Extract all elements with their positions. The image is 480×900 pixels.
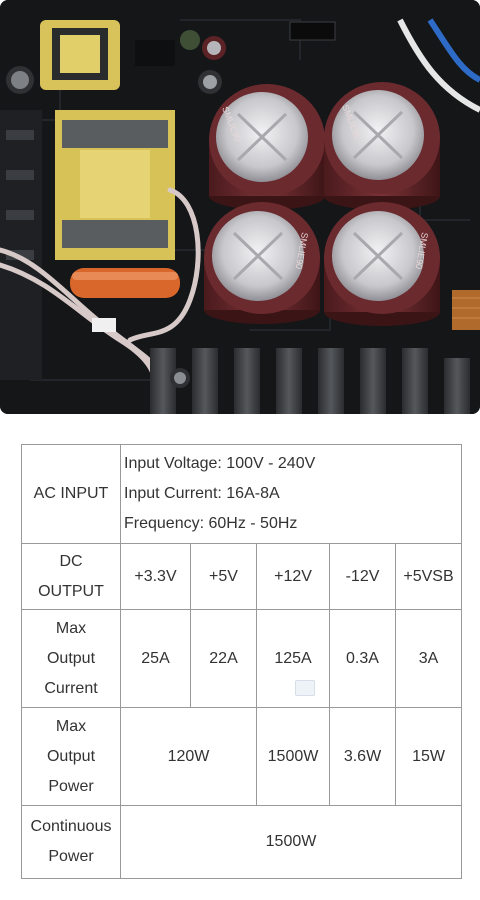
psu-pcb-photo: SMLIE90 SMLIE90 SMLIE90 SMLIE90	[0, 0, 480, 414]
rail-5v: +5V	[190, 543, 257, 610]
ac-input-details: Input Voltage: 100V - 240V Input Current…	[119, 444, 463, 544]
header-line: Current	[44, 679, 98, 697]
header-line: Max	[55, 717, 87, 735]
power-12v: 1500W	[256, 707, 330, 806]
current-minus-12v: 0.3A	[329, 609, 396, 708]
capacitor-group	[204, 82, 440, 326]
input-voltage-text: Input Voltage: 100V - 240V	[124, 455, 316, 472]
ac-input-header: AC INPUT	[21, 444, 121, 544]
pcb-illustration: SMLIE90 SMLIE90 SMLIE90 SMLIE90	[0, 0, 480, 414]
header-line: Continuous	[30, 818, 112, 835]
current-5vsb: 3A	[394, 609, 463, 708]
ac-input-row: AC INPUT Input Voltage: 100V - 240V Inpu…	[21, 444, 463, 544]
current-3v3: 25A	[120, 609, 191, 708]
header-line: Power	[48, 777, 94, 795]
power-5vsb: 15W	[394, 707, 463, 806]
current-5v: 22A	[190, 609, 257, 708]
rail-5vsb: +5VSB	[394, 543, 463, 610]
header-line: Power	[48, 848, 94, 865]
continuous-power-header: Continuous Power	[21, 805, 121, 879]
header-line: Output	[46, 747, 96, 765]
current-12v: 125A	[274, 649, 312, 667]
header-line: Max	[55, 619, 87, 637]
continuous-power-value: 1500W	[119, 805, 463, 879]
dc-output-label-line: OUTPUT	[38, 582, 104, 600]
dc-output-label-line: DC	[59, 552, 83, 570]
input-current-text: Input Current: 16A-8A	[124, 485, 280, 502]
power-minus-12v: 3.6W	[329, 707, 396, 806]
current-12v-cell: 125A	[256, 609, 330, 708]
continuous-power-row: Continuous Power 1500W	[21, 805, 463, 879]
header-line: Output	[46, 649, 96, 667]
ac-input-label: AC INPUT	[33, 485, 109, 502]
rail-3v3: +3.3V	[120, 543, 191, 610]
dc-output-header: DC OUTPUT	[21, 543, 121, 610]
power-3v3-5v-combined: 120W	[120, 707, 257, 806]
frequency-text: Frequency: 60Hz - 50Hz	[124, 515, 298, 532]
max-output-power-header: Max Output Power	[21, 707, 121, 806]
max-output-power-row: Max Output Power 120W 1500W 3.6W 15W	[21, 707, 463, 806]
power-spec-table: AC INPUT Input Voltage: 100V - 240V Inpu…	[21, 444, 463, 879]
rail-12v: +12V	[256, 543, 330, 610]
max-output-current-header: Max Output Current	[21, 609, 121, 708]
rail-minus-12v: -12V	[329, 543, 396, 610]
dc-output-row: DC OUTPUT +3.3V +5V +12V -12V +5VSB	[21, 543, 463, 610]
max-output-current-row: Max Output Current 25A 22A 125A 0.3A 3A	[21, 609, 463, 708]
image-placeholder-icon	[295, 680, 315, 696]
